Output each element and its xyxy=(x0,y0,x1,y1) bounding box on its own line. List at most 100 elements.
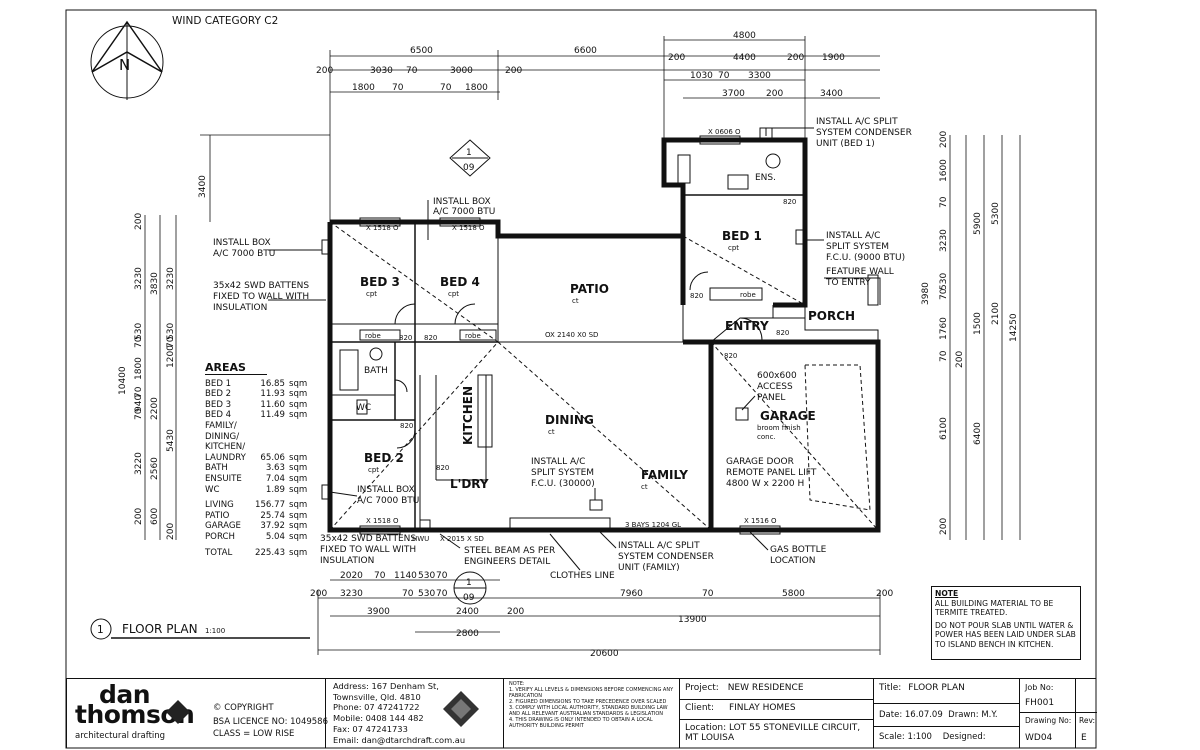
north-arrow-icon: N xyxy=(90,20,164,100)
svg-text:600: 600 xyxy=(150,508,160,525)
svg-text:820: 820 xyxy=(424,334,437,342)
svg-text:cpt: cpt xyxy=(728,244,739,252)
svg-text:200: 200 xyxy=(955,351,965,368)
svg-text:200: 200 xyxy=(505,66,522,76)
svg-text:940: 940 xyxy=(134,395,144,412)
area-name: BED 1 xyxy=(205,378,232,389)
note-line-1: ALL BUILDING MATERIAL TO BE TERMITE TREA… xyxy=(935,598,1054,618)
contact-details: Address: 167 Denham St, Townsville, Qld.… xyxy=(333,681,466,745)
svg-text:200: 200 xyxy=(134,508,144,525)
svg-text:820: 820 xyxy=(690,292,703,300)
svg-text:70: 70 xyxy=(134,386,144,398)
svg-text:2200: 2200 xyxy=(150,397,160,420)
svg-text:X 1518 O: X 1518 O xyxy=(452,224,485,232)
area-value: 25.74 xyxy=(260,510,285,521)
svg-text:70: 70 xyxy=(939,196,949,208)
area-unit: sqm xyxy=(289,410,308,421)
area-name: GARAGE xyxy=(205,521,241,532)
plan-label: 1 FLOOR PLAN 1:100 xyxy=(90,618,310,640)
svg-text:6500: 6500 xyxy=(410,46,433,56)
sheet-border xyxy=(65,9,1097,749)
svg-text:70: 70 xyxy=(440,83,452,93)
svg-text:5300: 5300 xyxy=(991,202,1001,225)
drawing-label: Drawing No: xyxy=(1025,716,1072,725)
svg-text:1800: 1800 xyxy=(352,83,375,93)
licence: BSA LICENCE NO: 1049586 xyxy=(213,717,328,727)
svg-text:4800: 4800 xyxy=(733,31,756,41)
brand-sub: architectural drafting xyxy=(75,731,166,741)
area-name: ENSUITE xyxy=(205,473,242,484)
area-row: BED 1 16.85 sqm xyxy=(205,379,311,390)
area-value: 7.04 xyxy=(265,473,285,484)
room-ensuite: ENS. xyxy=(755,173,776,183)
area-value: 11.60 xyxy=(260,399,285,410)
svg-text:200: 200 xyxy=(134,213,144,230)
svg-text:10400: 10400 xyxy=(118,366,128,395)
area-unit: sqm xyxy=(289,473,308,484)
svg-text:2100: 2100 xyxy=(991,302,1001,325)
room-labels: BED 3 cpt BED 4 cpt PATIO ct BED 1 cpt E… xyxy=(356,173,855,491)
area-unit: sqm xyxy=(289,521,308,532)
svg-text:70: 70 xyxy=(718,71,730,81)
svg-text:200: 200 xyxy=(766,89,783,99)
area-row: ENSUITE 7.04 sqm xyxy=(205,474,311,485)
svg-text:820: 820 xyxy=(436,464,449,472)
svg-text:70: 70 xyxy=(402,589,414,599)
drawing-notes: NOTE:1. VERIFY ALL LEVELS & DIMENSIONS B… xyxy=(509,681,674,729)
area-value: 16.85 xyxy=(260,378,285,389)
svg-text:3700: 3700 xyxy=(722,89,745,99)
area-name: FAMILY/DINING/KITCHEN/LAUNDRY xyxy=(205,420,246,463)
svg-text:70: 70 xyxy=(134,408,144,420)
area-value: 156.77 xyxy=(255,500,286,511)
room-porch: PORCH xyxy=(808,309,855,323)
dimensions-bottom: 2020 70 1140 530 70 200 3230 70 530 70 7… xyxy=(310,571,893,659)
svg-text:3230: 3230 xyxy=(134,267,144,290)
drawing-number: WD04 xyxy=(1025,733,1053,743)
interior-walls xyxy=(330,153,805,530)
svg-text:1140: 1140 xyxy=(394,571,417,581)
room-family: FAMILY xyxy=(641,468,688,482)
svg-text:3230: 3230 xyxy=(939,229,949,252)
svg-text:820: 820 xyxy=(776,329,789,337)
svg-text:70: 70 xyxy=(392,83,404,93)
svg-text:200: 200 xyxy=(166,523,176,540)
area-value: 65.06 xyxy=(260,452,285,463)
bays-spec: 3 BAYS 1204 GL xyxy=(625,521,681,529)
svg-text:6400: 6400 xyxy=(973,422,983,445)
area-name: BED 4 xyxy=(205,410,232,421)
svg-text:200: 200 xyxy=(787,53,804,63)
area-unit: sqm xyxy=(289,389,308,400)
svg-text:70: 70 xyxy=(374,571,386,581)
area-row: GARAGE 37.92 sqm xyxy=(205,521,311,532)
svg-text:robe: robe xyxy=(465,332,481,340)
svg-text:70: 70 xyxy=(436,571,448,581)
title-block: dan thomson architectural drafting © COP… xyxy=(66,678,1097,748)
svg-text:ct: ct xyxy=(548,428,555,436)
svg-text:3830: 3830 xyxy=(150,272,160,295)
svg-text:3000: 3000 xyxy=(450,66,473,76)
area-unit: sqm xyxy=(289,531,308,542)
svg-text:1: 1 xyxy=(97,624,104,636)
area-unit: sqm xyxy=(289,378,308,389)
area-name: PATIO xyxy=(205,510,230,521)
note-title: NOTE xyxy=(935,589,959,598)
area-value: 37.92 xyxy=(260,521,285,532)
area-unit: sqm xyxy=(289,463,308,474)
svg-text:200: 200 xyxy=(507,607,524,617)
room-bed4: BED 4 xyxy=(440,275,480,289)
area-unit: sqm xyxy=(289,484,308,495)
